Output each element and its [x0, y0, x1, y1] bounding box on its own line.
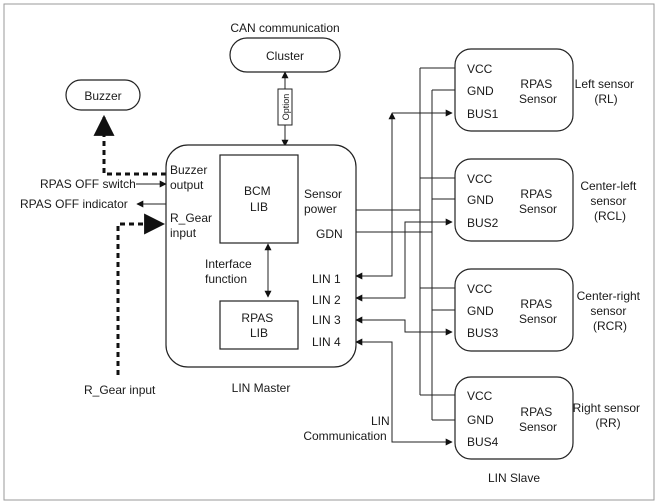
gnd-label: GND [467, 413, 494, 427]
bcm-lib-box [219, 154, 299, 244]
option-tag [277, 88, 293, 126]
vcc-label: VCC [467, 172, 493, 186]
rpas-sensor-label: RPAS Sensor [519, 297, 557, 326]
option-label: Option [281, 94, 291, 121]
rpas-sensor-label: RPAS Sensor [519, 187, 557, 216]
lin-port-4-label: LIN 4 [312, 335, 341, 349]
sensor-box-rcr [454, 268, 574, 352]
bcm-lib-label: BCM LIB [244, 184, 274, 214]
lin-port-1-label: LIN 1 [312, 272, 341, 286]
buzzer-label: Buzzer [84, 89, 121, 103]
rpas-off-switch-label: RPAS OFF switch [40, 177, 136, 191]
r-gear-input-external-label: R_Gear input [84, 383, 156, 397]
gnd-label: GND [467, 193, 494, 207]
rpas-sensor-label: RPAS Sensor [519, 405, 557, 434]
vcc-label: VCC [467, 62, 493, 76]
sensor-name-rcr: Center-right sensor (RCR) [577, 289, 644, 333]
lin3-bus-line [355, 316, 453, 336]
bus-label-rcr: BUS3 [467, 326, 499, 340]
gdn-label: GDN [316, 227, 343, 241]
lin4-bus-line [355, 338, 453, 446]
sensor-box-rr [454, 376, 574, 460]
lin-port-2-label: LIN 2 [312, 293, 341, 307]
lin-communication-label: LIN Communication [303, 414, 393, 443]
interface-function-label: Interface function [205, 257, 255, 286]
r-gear-input-dashed-line [116, 213, 166, 375]
rpas-sensor-label: RPAS Sensor [519, 77, 557, 106]
sensor-name-rr: Right sensor (RR) [573, 401, 644, 430]
vcc-label: VCC [467, 389, 493, 403]
bus-label-rl: BUS1 [467, 107, 499, 121]
sensor-box-rcl [454, 158, 574, 242]
sensor-name-rcl: Center-left sensor (RCL) [580, 179, 639, 223]
bus-label-rcl: BUS2 [467, 216, 499, 230]
lin1-bus-line [355, 112, 396, 280]
cluster-label: Cluster [266, 49, 304, 63]
sensor-box-rl [454, 48, 574, 132]
lin-port-3-label: LIN 3 [312, 313, 341, 327]
gnd-label: GND [467, 84, 494, 98]
buzzer-output-dashed-line [93, 114, 166, 176]
buzzer-output-label: Buzzer output [170, 163, 211, 192]
gnd-label: GND [467, 304, 494, 318]
lin-slave-caption: LIN Slave [488, 471, 540, 485]
lin-master-caption: LIN Master [232, 381, 291, 395]
can-communication-label: CAN communication [230, 21, 339, 35]
bus-label-rr: BUS4 [467, 435, 499, 449]
r-gear-input-label: R_Gear input [170, 211, 215, 240]
lin2-bus-line [355, 218, 453, 302]
rpas-lib-label: RPAS LIB [241, 311, 276, 340]
rpas-off-indicator-label: RPAS OFF indicator [20, 197, 128, 211]
diagram-frame [3, 3, 655, 501]
vcc-label: VCC [467, 282, 493, 296]
rpas-lib-box [219, 300, 299, 350]
buzzer-box [65, 79, 141, 111]
sensor-power-label: Sensor power [304, 187, 345, 216]
sensor-name-rl: Left sensor (RL) [575, 77, 638, 106]
